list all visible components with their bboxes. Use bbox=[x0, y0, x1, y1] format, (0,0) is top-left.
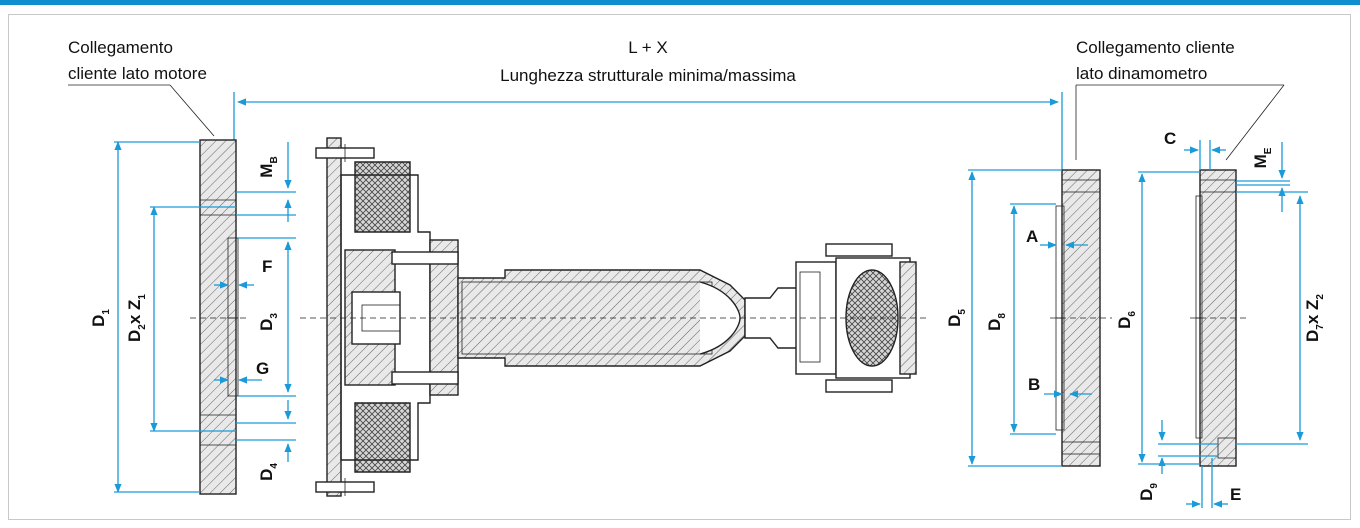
dim-e: E bbox=[1230, 485, 1241, 504]
dim-b: B bbox=[1028, 375, 1040, 394]
svg-text:D4: D4 bbox=[257, 463, 280, 481]
svg-text:D6: D6 bbox=[1115, 311, 1138, 329]
dim-f: F bbox=[262, 257, 272, 276]
dim-g: G bbox=[256, 359, 269, 378]
svg-text:D5: D5 bbox=[945, 309, 968, 327]
top-accent-bar bbox=[0, 0, 1360, 5]
dim-d2-z1: D bbox=[125, 330, 144, 342]
driveshaft-assembly bbox=[315, 137, 917, 497]
svg-text:D2x Z1: D2x Z1 bbox=[125, 294, 148, 342]
dim-d6: D bbox=[1115, 317, 1134, 329]
svg-text:D8: D8 bbox=[985, 313, 1008, 331]
dim-mb: M bbox=[257, 164, 276, 178]
dim-me: M bbox=[1251, 154, 1270, 168]
svg-text:MB: MB bbox=[257, 156, 280, 177]
dim-c: C bbox=[1164, 129, 1176, 148]
engine-flange bbox=[199, 139, 239, 495]
dyno-side-label-line1: Collegamento cliente bbox=[1076, 38, 1235, 57]
dim-d9: D bbox=[1137, 489, 1156, 501]
dim-a: A bbox=[1026, 227, 1038, 246]
engine-side-label-line1: Collegamento bbox=[68, 38, 173, 57]
engine-side-label-line2: cliente lato motore bbox=[68, 64, 207, 83]
dim-d4: D bbox=[257, 469, 276, 481]
length-label-line1: L + X bbox=[628, 38, 668, 57]
svg-text:D7x Z2: D7x Z2 bbox=[1303, 294, 1326, 342]
svg-text:D1: D1 bbox=[89, 309, 112, 327]
svg-text:ME: ME bbox=[1251, 147, 1274, 168]
dim-d7-z2: D bbox=[1303, 330, 1322, 342]
dim-d3: D bbox=[257, 319, 276, 331]
drawing-frame bbox=[8, 14, 1351, 520]
dyno-side-label-line2: lato dinamometro bbox=[1076, 64, 1207, 83]
dim-d1: D bbox=[89, 315, 108, 327]
length-label-line2: Lunghezza strutturale minima/massima bbox=[500, 66, 796, 85]
dim-d5: D bbox=[945, 315, 964, 327]
dim-d8: D bbox=[985, 319, 1004, 331]
svg-text:D3: D3 bbox=[257, 313, 280, 331]
svg-text:D9: D9 bbox=[1137, 483, 1160, 501]
